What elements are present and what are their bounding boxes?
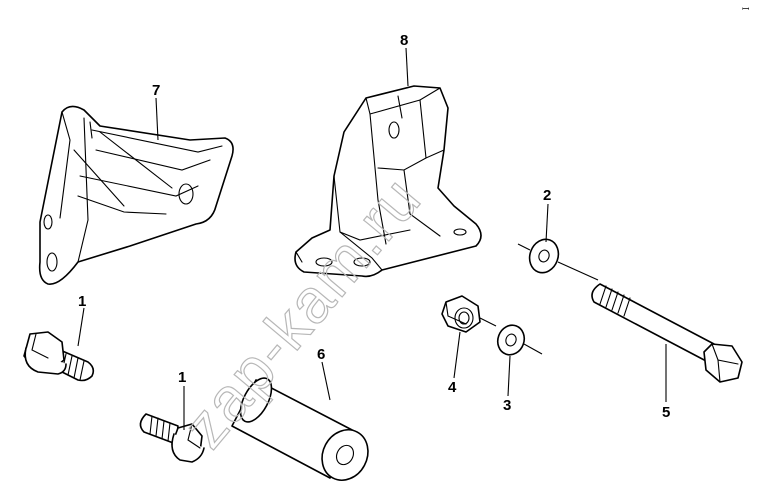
- callout-8: 8: [400, 32, 408, 49]
- part-3-washer: [496, 324, 543, 356]
- callout-7: 7: [152, 82, 160, 99]
- part-8-bracket: [294, 85, 482, 278]
- part-2-washer: [517, 238, 599, 281]
- part-4-nut: [441, 295, 497, 333]
- callout-3: 3: [503, 397, 511, 414]
- callout-1-left: 1: [78, 293, 86, 310]
- leader-lines: [77, 47, 667, 430]
- part-7-bracket: [38, 105, 234, 285]
- callout-4: 4: [448, 379, 457, 396]
- callout-2: 2: [543, 187, 551, 204]
- callout-5: 5: [662, 404, 670, 421]
- callout-1-bottom: 1: [178, 369, 186, 386]
- corner-mark: ꟷ: [742, 4, 749, 14]
- part-1-flange-bolt-bottom: [139, 413, 205, 463]
- callout-6: 6: [317, 346, 325, 363]
- part-5-hex-bolt: [591, 283, 743, 383]
- callouts: 1 1 2 3 4 5 6 7 8: [78, 32, 670, 421]
- part-1-flange-bolt-left: [23, 331, 95, 382]
- part-6-sleeve: [231, 377, 369, 481]
